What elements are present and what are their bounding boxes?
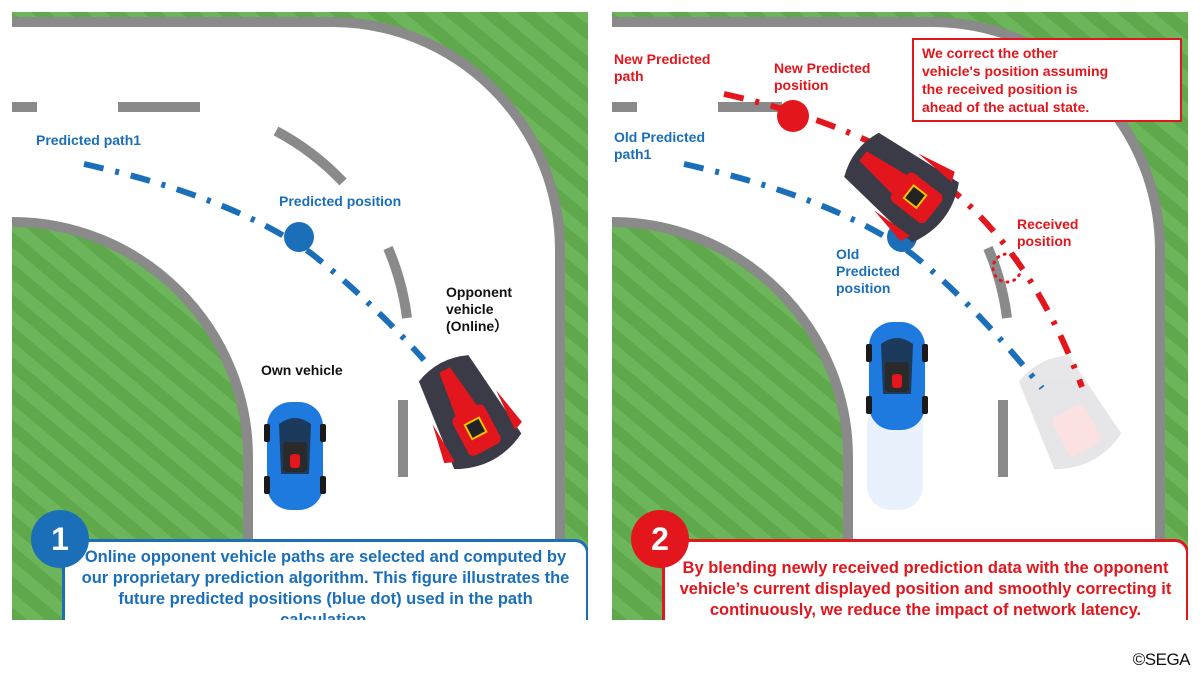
new-predicted-position-dot [777,100,809,132]
track-diagram-2 [612,12,1188,620]
own-vehicle-car [264,402,326,510]
outer-curb [12,17,565,620]
predicted-position-label: Predicted position [279,193,402,209]
new-predicted-position-label: New Predicted position [774,60,871,93]
old-predicted-path-label: Old Predicted path1 [614,129,706,162]
ghost-own-car [867,402,923,510]
old-predicted-path-line [683,161,1045,390]
inner-curb [12,217,253,620]
lane-markings [12,102,412,477]
panel-1-prediction: Predicted path1 Predicted position Oppon… [12,12,588,620]
caption-area-2: 2 By blending newly received prediction … [612,342,1188,620]
predicted-position-dot [284,222,314,252]
ghost-opponent-car [1018,355,1122,470]
lane-markings [612,102,1012,477]
correction-note-box: We correct the other vehicle's position … [912,38,1182,122]
opponent-vehicle-label: Opponent vehicle (Online） [446,284,513,334]
opponent-vehicle-car [418,355,522,470]
road-surface [12,22,560,620]
old-predicted-position-label: Old Predicted position [836,246,900,296]
panel-2-correction: New Predicted path New Predicted positio… [612,12,1188,620]
received-position-marker [991,252,1023,284]
inner-curb [612,217,853,620]
new-predicted-path-line [723,91,1085,389]
caption-area-1: 1 Online opponent vehicle paths are sele… [12,342,588,620]
received-position-label: Received position [1017,216,1079,249]
opponent-vehicle-car [844,132,959,243]
road-surface [612,22,1160,620]
new-predicted-path-label: New Predicted path [614,51,711,84]
copyright-label: ©SEGA [1132,650,1191,669]
caption-box-2: By blending newly received prediction da… [662,539,1188,620]
caption-box-1: Online opponent vehicle paths are select… [62,539,588,620]
own-vehicle-label: Own vehicle [261,362,343,378]
step-badge-2: 2 [631,510,689,568]
predicted-path-label: Predicted path1 [36,132,142,148]
own-vehicle-car [866,322,928,430]
step-badge-1: 1 [31,510,89,568]
predicted-path-line [83,161,427,363]
